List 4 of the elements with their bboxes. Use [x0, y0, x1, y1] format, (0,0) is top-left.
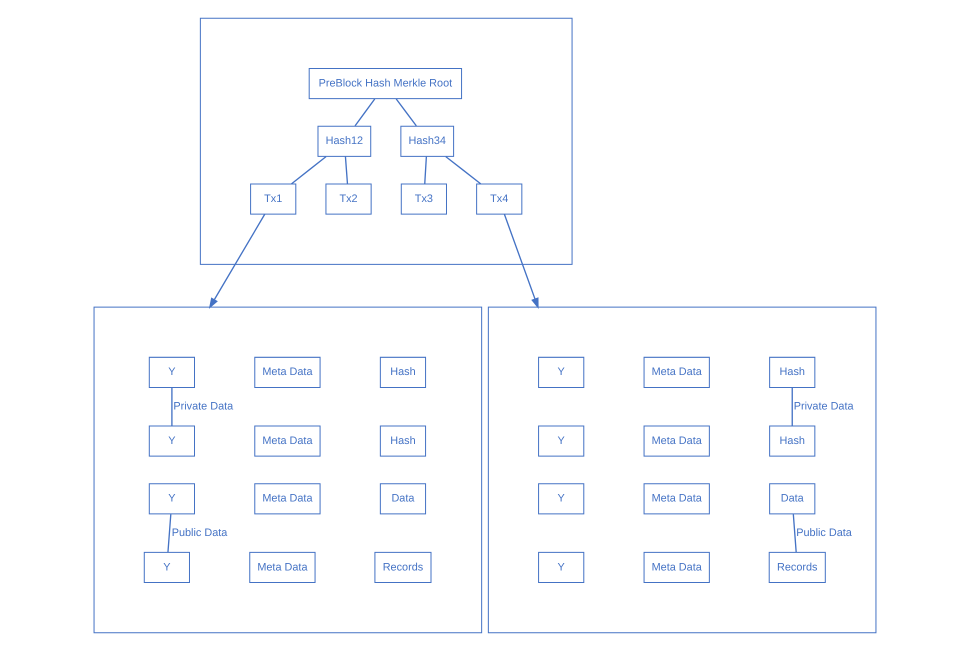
edge-label: Public Data — [796, 526, 852, 539]
edge-label: Private Data — [173, 400, 234, 413]
edge-label: Private Data — [794, 400, 854, 413]
edge-label: Public Data — [172, 526, 228, 539]
